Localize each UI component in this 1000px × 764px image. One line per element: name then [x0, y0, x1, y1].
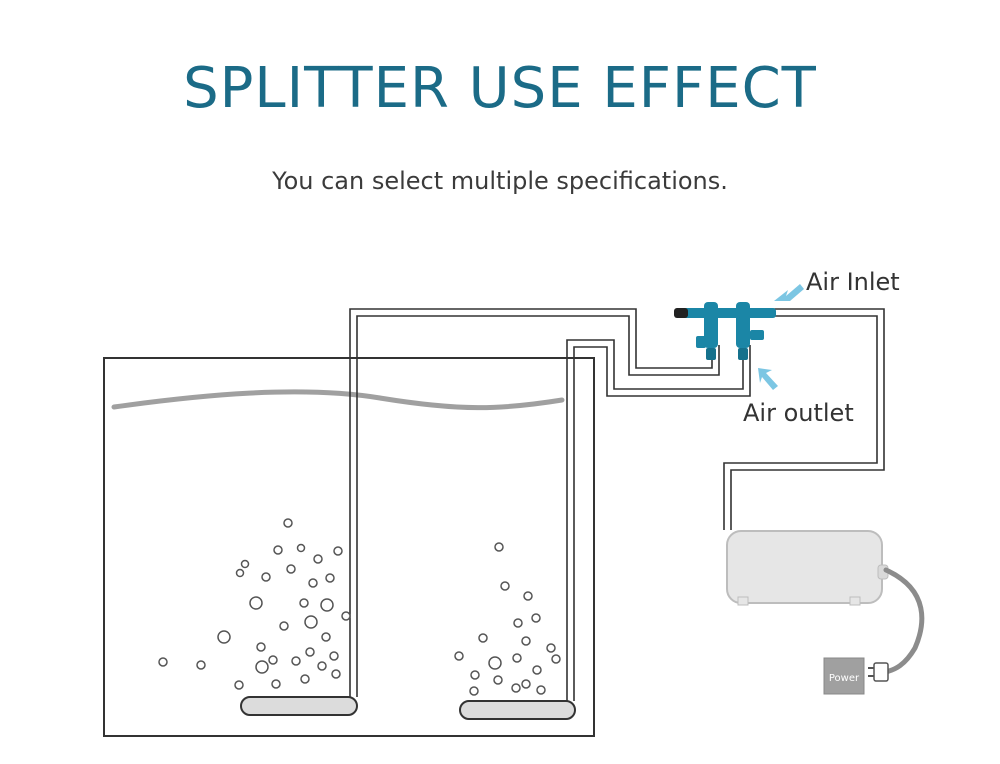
power-socket: [823, 657, 865, 695]
splitter-valve: [674, 302, 776, 360]
left-air-stone: [240, 696, 358, 716]
air-inlet-label: Air Inlet: [806, 268, 900, 296]
aquarium-tank: [103, 357, 595, 737]
air-outlet-arrow-icon: [758, 368, 778, 390]
right-air-tube: [566, 339, 751, 701]
right-bubbles: [454, 542, 561, 696]
power-cord: [882, 567, 925, 675]
page-subtitle: You can select multiple specifications.: [272, 167, 728, 195]
water-surface: [111, 389, 565, 411]
page-title: SPLITTER USE EFFECT: [183, 56, 817, 121]
power-label: Power: [829, 673, 860, 684]
pump-supply-tube: [723, 308, 885, 530]
air-inlet-arrow-icon: [774, 284, 804, 301]
air-pump: [726, 530, 889, 606]
air-outlet-label: Air outlet: [743, 399, 854, 427]
right-air-stone: [459, 700, 576, 720]
plug-icon: [868, 662, 889, 682]
left-bubbles: [158, 518, 351, 690]
left-air-tube: [349, 308, 720, 697]
